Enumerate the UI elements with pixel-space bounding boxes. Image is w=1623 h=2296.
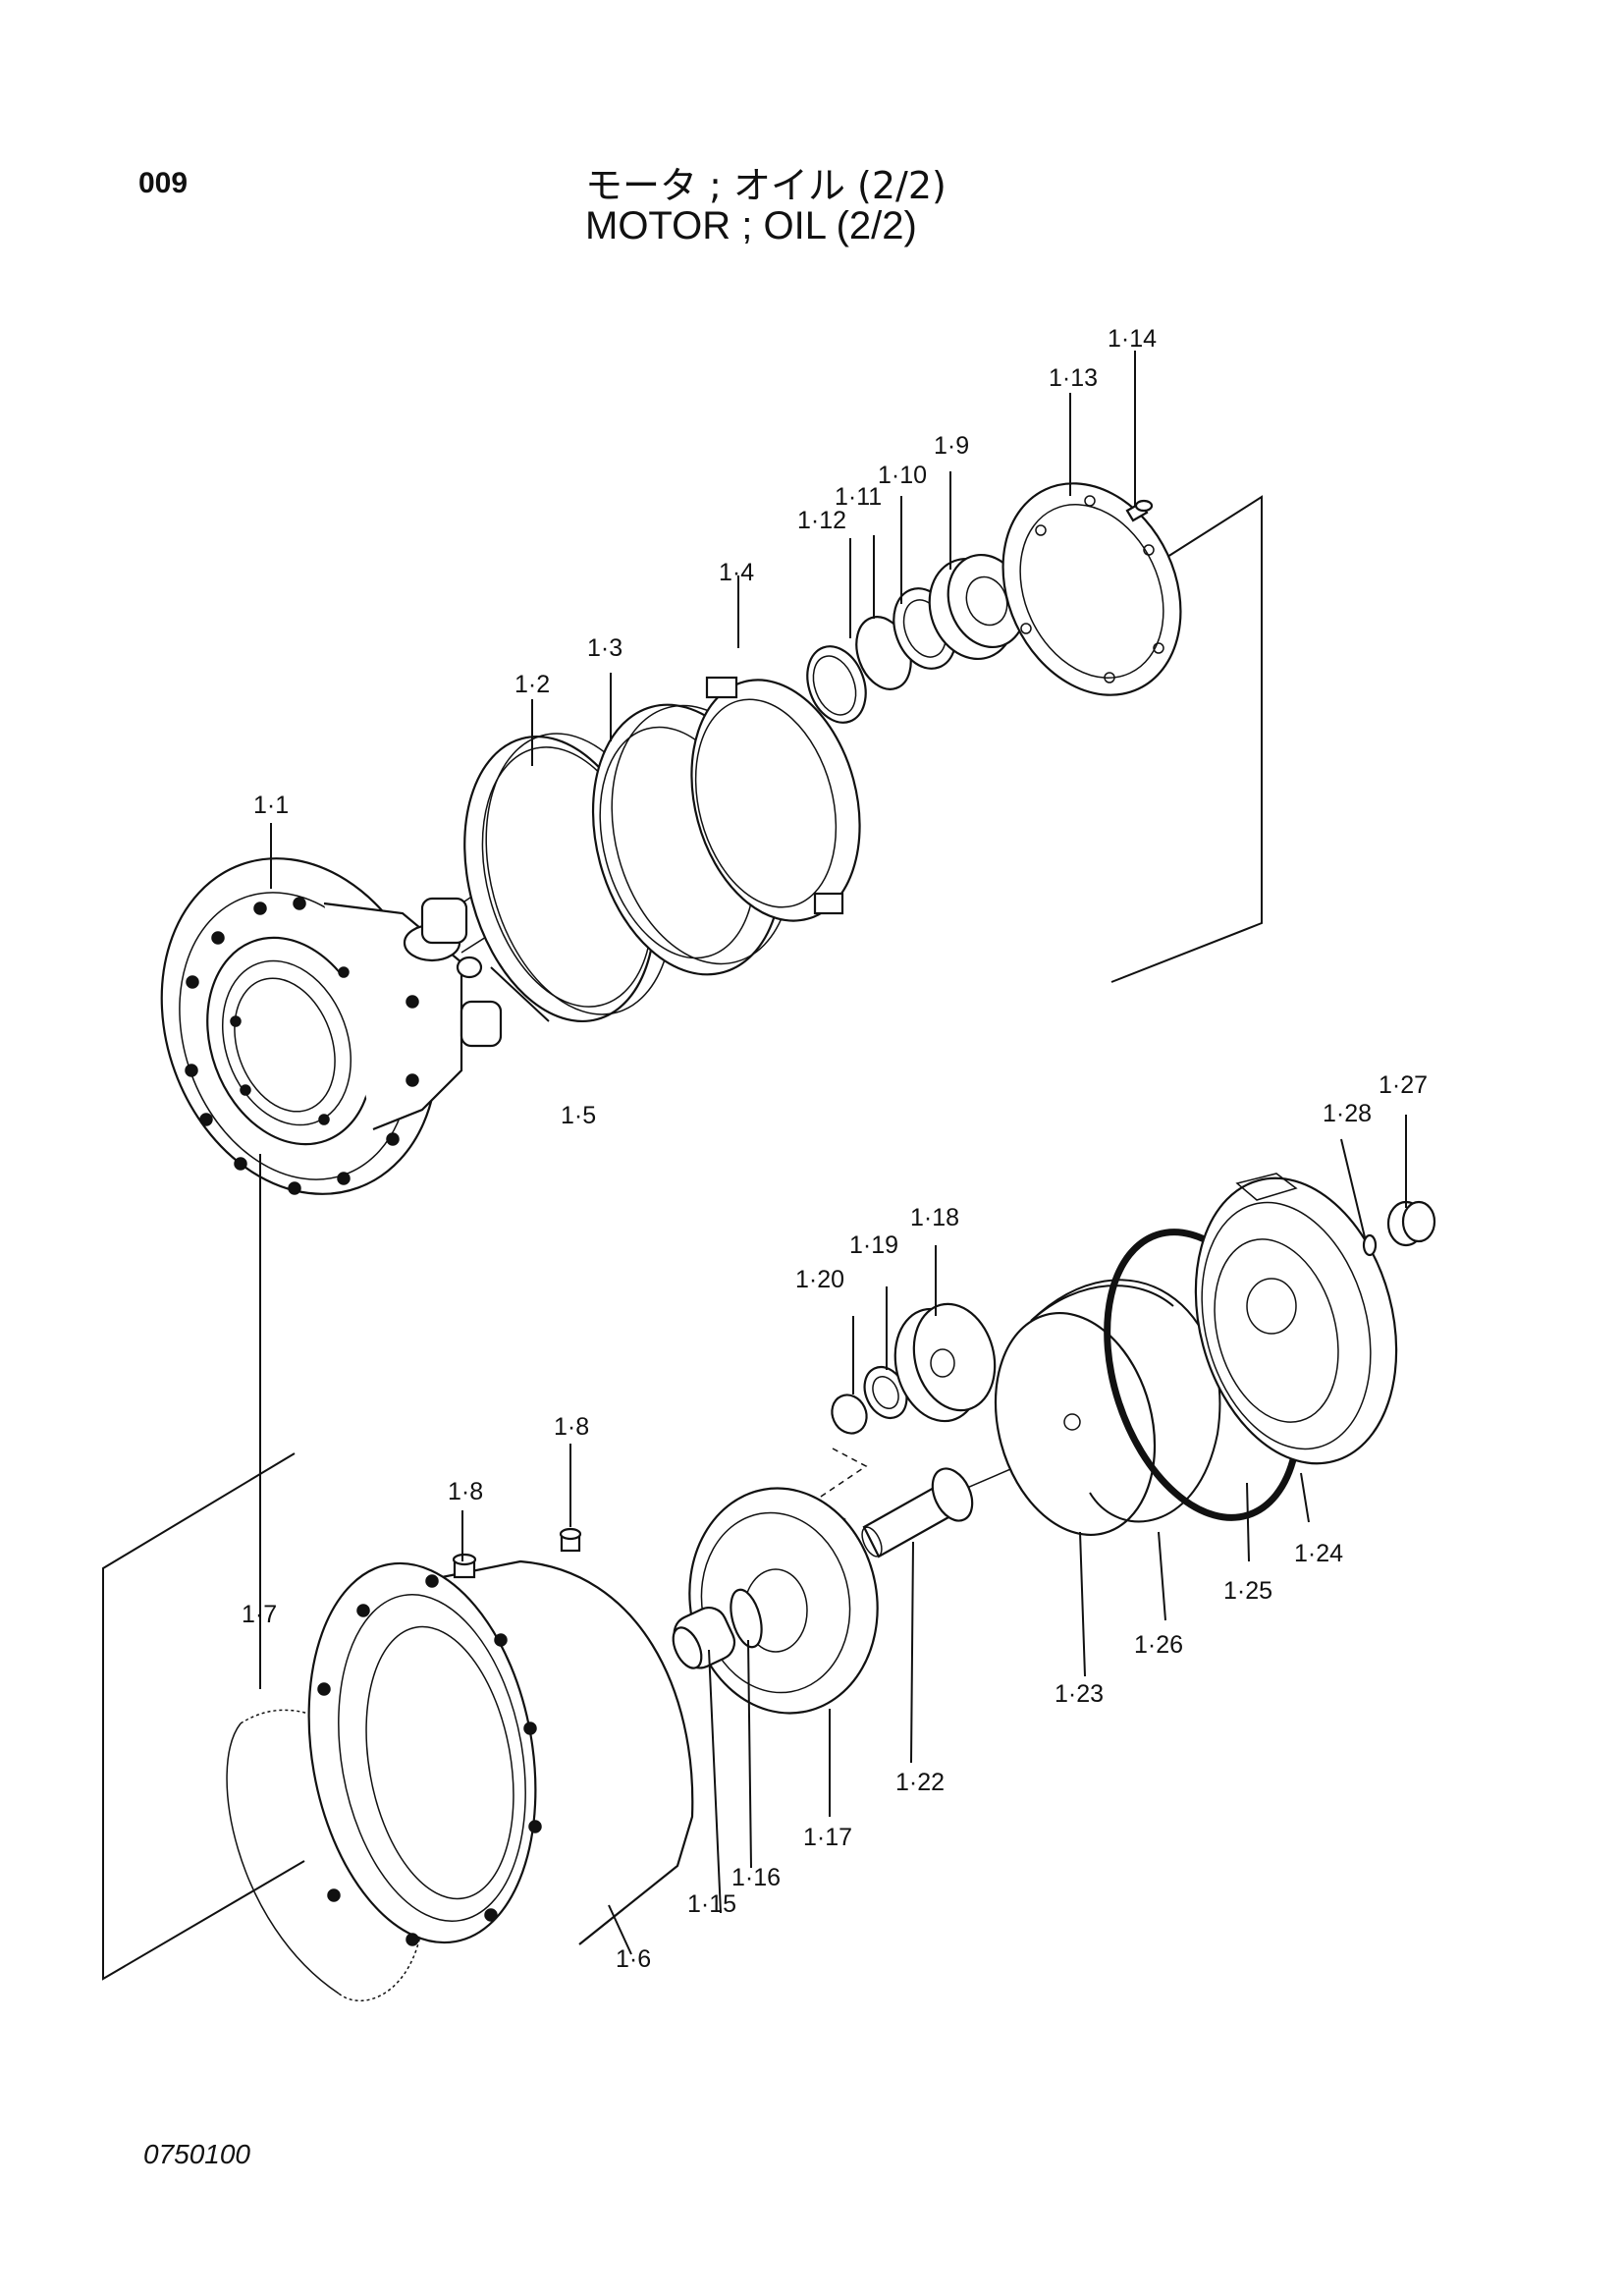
label-1-8-a: 1·8 xyxy=(448,1478,483,1505)
label-1-20: 1·20 xyxy=(795,1266,844,1293)
label-1-18: 1·18 xyxy=(910,1204,959,1231)
part-1-7-steel-balls xyxy=(226,1709,424,2002)
part-1-6-housing xyxy=(307,1559,694,1946)
title-japanese: モータ ; オイル (2/2) xyxy=(585,164,947,207)
part-1-28-o-ring xyxy=(1362,1233,1378,1257)
label-1-28: 1·28 xyxy=(1323,1100,1372,1127)
label-1-14: 1·14 xyxy=(1108,325,1157,353)
part-1-27-plug xyxy=(1386,1200,1436,1247)
label-1-4: 1·4 xyxy=(719,559,754,586)
part-1-8-plug-b xyxy=(559,1527,582,1553)
part-1-22-shaft xyxy=(861,1467,974,1558)
label-1-5: 1·5 xyxy=(561,1102,596,1129)
label-1-19: 1·19 xyxy=(849,1231,898,1259)
label-1-15: 1·15 xyxy=(687,1890,736,1918)
label-1-16: 1·16 xyxy=(731,1864,781,1891)
label-1-26: 1·26 xyxy=(1134,1631,1183,1659)
part-1-4-ring-nut xyxy=(690,676,861,922)
label-1-13: 1·13 xyxy=(1049,364,1098,392)
part-1-20-ring xyxy=(831,1394,868,1435)
label-1-7: 1·7 xyxy=(242,1601,277,1628)
label-1-23: 1·23 xyxy=(1055,1680,1104,1708)
label-1-17: 1·17 xyxy=(803,1824,852,1851)
label-1-25: 1·25 xyxy=(1223,1577,1272,1605)
footer-code: 0750100 xyxy=(143,2139,251,2169)
label-1-6: 1·6 xyxy=(616,1945,651,1973)
part-labels: 1·1 1·2 1·3 1·4 1·5 1·6 1·7 1·8 1·8 1·9 … xyxy=(242,325,1428,1973)
label-1-24: 1·24 xyxy=(1294,1540,1343,1567)
part-1-14-screw xyxy=(1125,499,1154,522)
leader-lines-lower xyxy=(259,1115,1407,1955)
part-1-18-gear xyxy=(893,1302,997,1423)
part-1-16-snap-ring xyxy=(730,1588,763,1649)
label-1-1: 1·1 xyxy=(253,792,289,819)
page-number: 009 xyxy=(138,167,189,199)
part-1-24-cover xyxy=(1194,1173,1398,1465)
label-1-12: 1·12 xyxy=(797,507,846,534)
label-1-11: 1·11 xyxy=(835,483,882,511)
title-english: MOTOR ; OIL (2/2) xyxy=(585,204,917,247)
label-1-8-b: 1·8 xyxy=(554,1413,589,1441)
part-1-13-cover-plate xyxy=(1001,482,1182,696)
part-1-1-hub-flange xyxy=(160,857,503,1195)
part-1-23-thrust-plate xyxy=(994,1311,1157,1537)
label-1-10: 1·10 xyxy=(878,462,927,489)
label-1-2: 1·2 xyxy=(514,671,550,698)
label-1-3: 1·3 xyxy=(587,634,622,662)
part-1-15-gear xyxy=(672,1607,736,1669)
part-1-12-ring xyxy=(806,645,867,724)
frame-line-lower xyxy=(102,1452,305,1981)
link-line-dashed xyxy=(813,1448,868,1521)
frame-line-upper xyxy=(1110,495,1263,983)
label-1-9: 1·9 xyxy=(934,432,969,460)
part-1-8-plug-a xyxy=(452,1553,477,1579)
part-1-17-carrier-plate xyxy=(688,1487,879,1715)
leader-lines-upper xyxy=(270,351,1136,1022)
label-1-22: 1·22 xyxy=(895,1769,945,1796)
label-1-27: 1·27 xyxy=(1379,1071,1428,1099)
